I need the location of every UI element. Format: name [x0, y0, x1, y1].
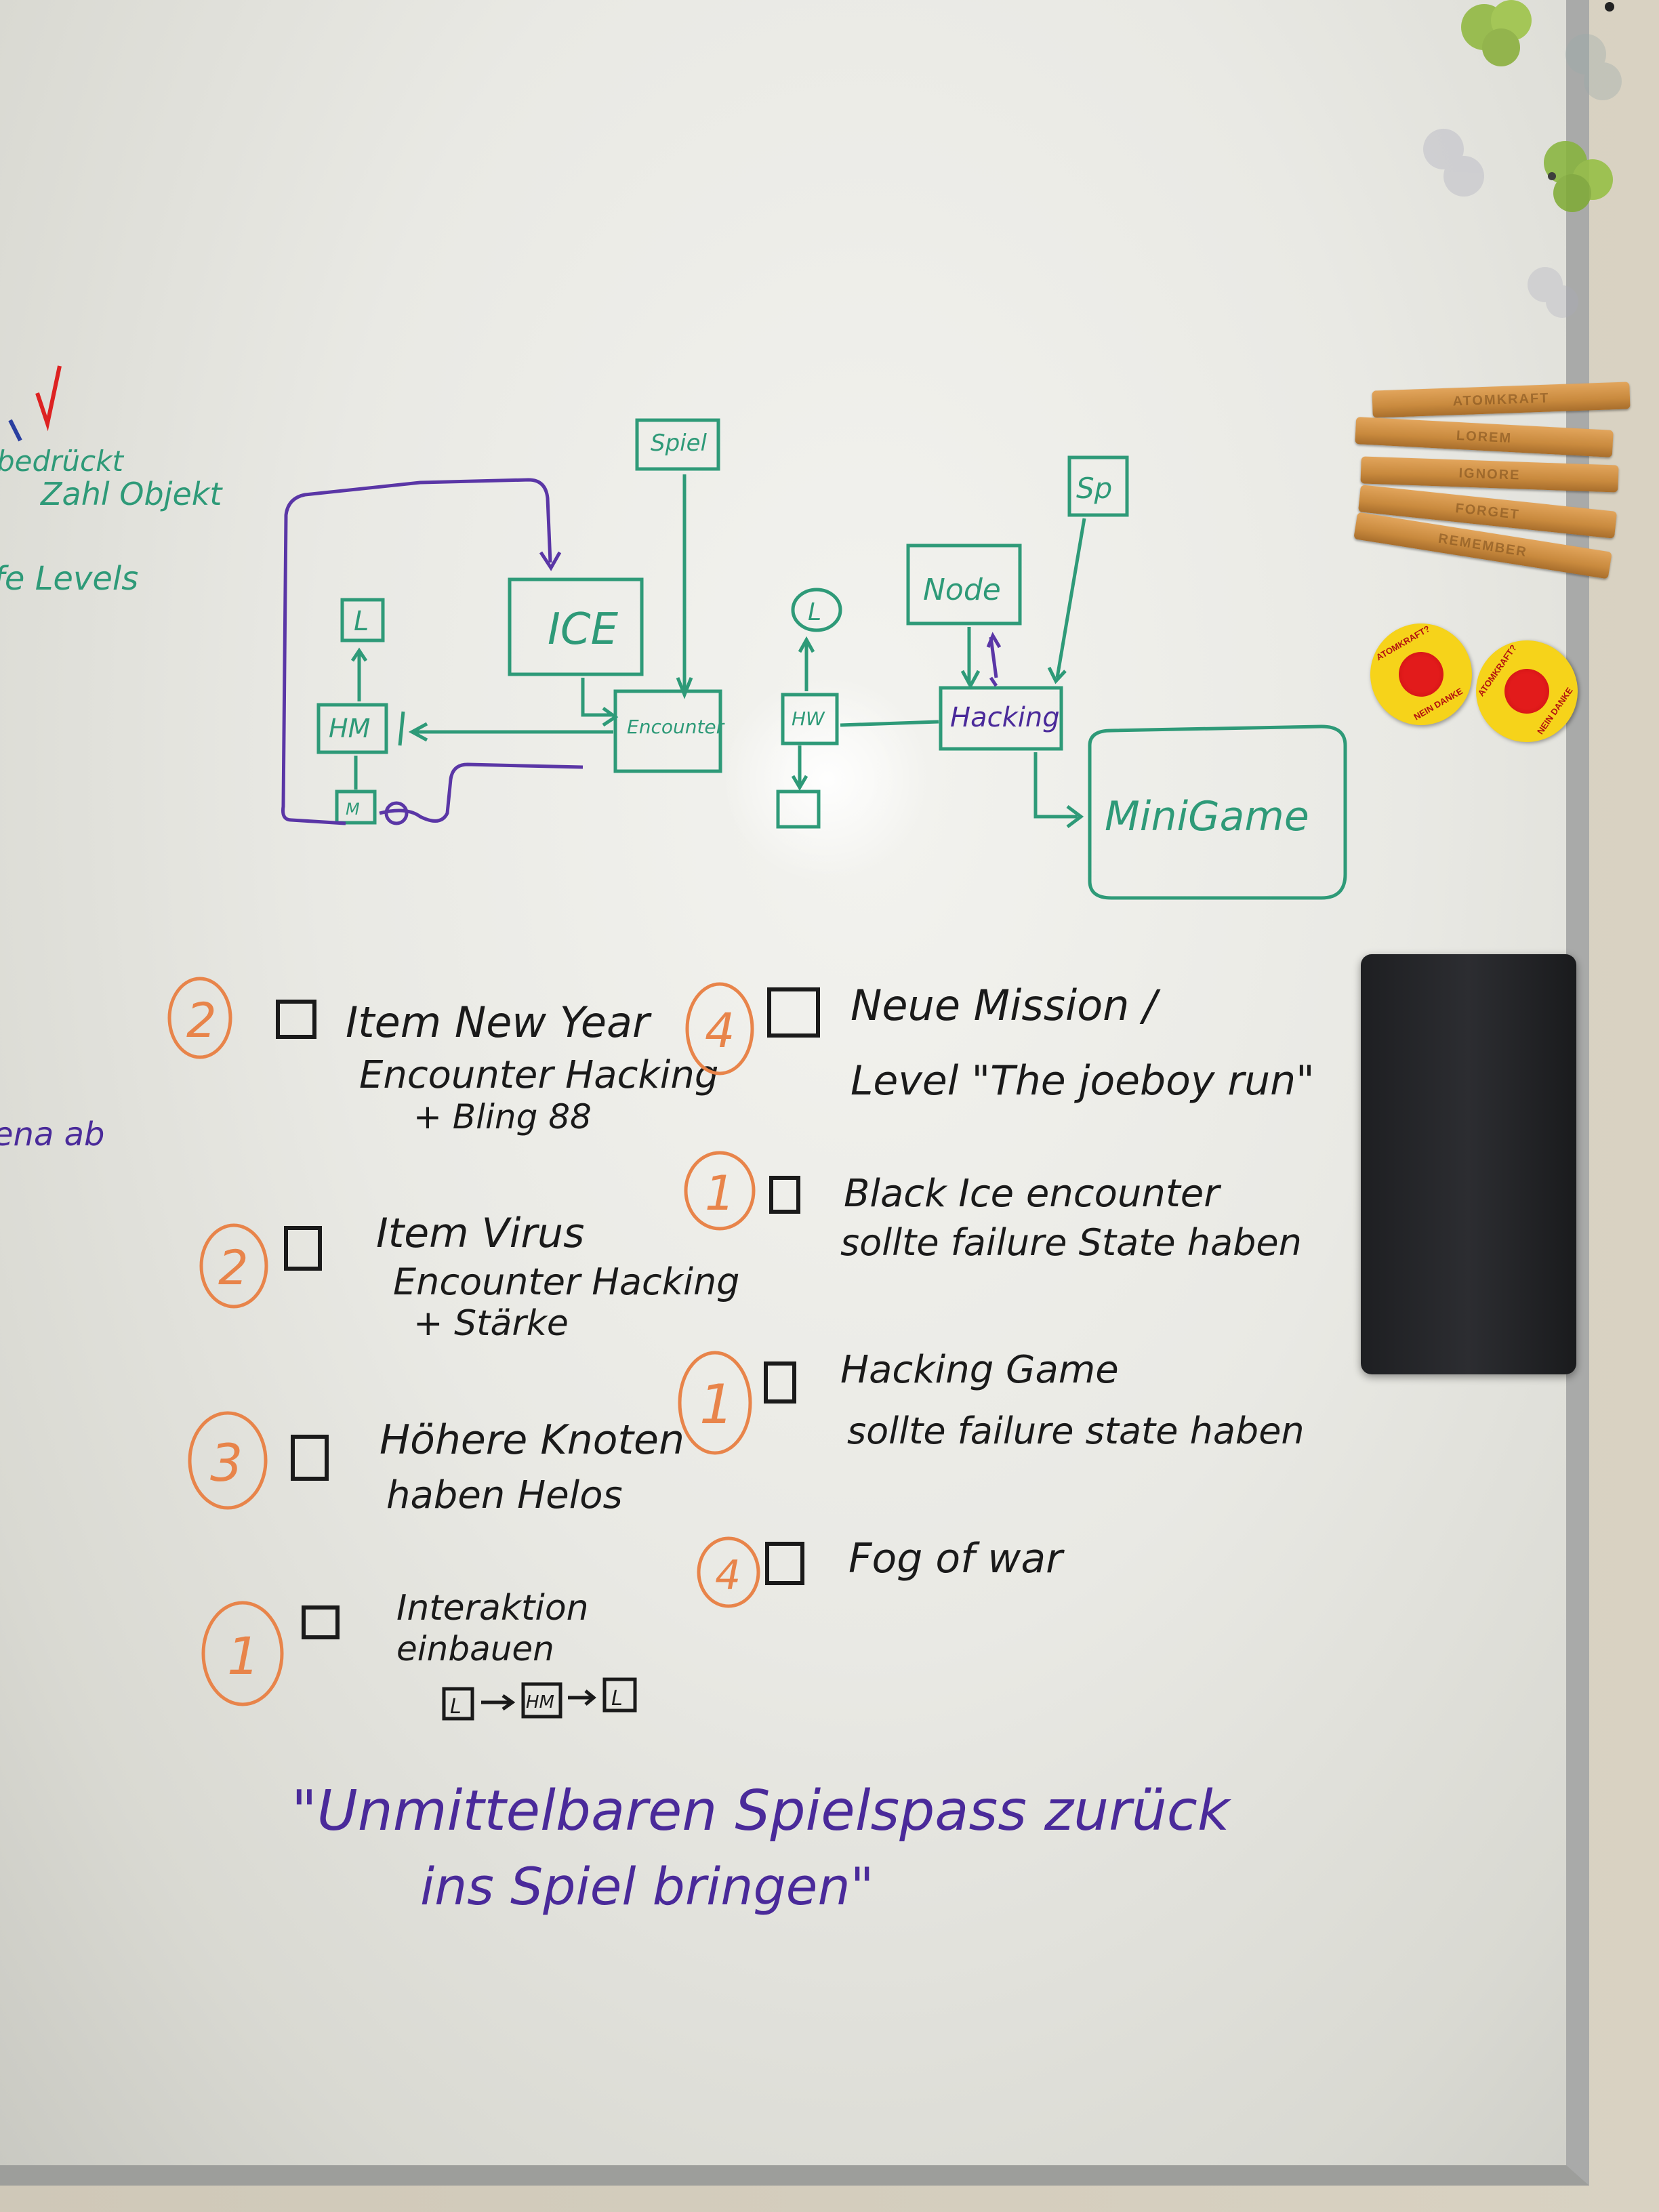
diagram-node: Node: [923, 573, 1001, 607]
left-note-3: fe Levels: [0, 560, 138, 598]
light-glare: [718, 678, 935, 881]
task-left-3-title: Höhere Knoten: [380, 1416, 684, 1464]
task-left-2-priority: 2: [218, 1240, 249, 1296]
task-right-2-title: Black Ice encounter: [844, 1172, 1221, 1216]
task-right-1-title: Neue Mission /: [851, 981, 1161, 1030]
task-right-3-line2: sollte failure state haben: [847, 1410, 1305, 1452]
task-left-1-line2: Encounter Hacking: [359, 1053, 718, 1097]
diagram-minigame: MiniGame: [1105, 793, 1309, 840]
clothespin: ATOMKRAFT: [1372, 382, 1631, 418]
quote-line-2: ins Spiel bringen": [420, 1856, 874, 1917]
clothespin-stack: ATOMKRAFT LOREM IGNORE FORGET REMEMBER: [1349, 380, 1633, 610]
task-right-4-title: Fog of war: [848, 1535, 1065, 1582]
clothespin: LOREM: [1355, 417, 1614, 457]
diagram-spiel: Spiel: [651, 430, 708, 457]
task-left-2-line3: + Stärke: [413, 1303, 569, 1344]
clothespin: IGNORE: [1360, 456, 1619, 493]
task-left-2-title: Item Virus: [376, 1210, 584, 1257]
red-checkmark: [35, 365, 62, 432]
whiteboard-eraser[interactable]: [1361, 954, 1576, 1374]
diagram-encounter: Encounter: [627, 716, 725, 738]
flow-mini-b: HM: [526, 1692, 554, 1713]
task-left-4-priority: 1: [227, 1626, 260, 1686]
task-right-1-priority: 4: [705, 1003, 735, 1059]
task-left-2-line2: Encounter Hacking: [393, 1261, 739, 1303]
diagram-sp: Sp: [1076, 472, 1112, 505]
task-left-1-priority: 2: [186, 993, 217, 1048]
diagram-l: L: [354, 606, 369, 637]
left-note-4: ena ab: [0, 1115, 105, 1153]
diagram-m: M: [346, 800, 360, 819]
task-right-3-title: Hacking Game: [840, 1348, 1119, 1392]
task-right-2-priority: 1: [705, 1166, 735, 1221]
diagram-hw: HW: [792, 708, 825, 730]
task-left-4-title: Interaktion: [396, 1588, 589, 1629]
task-right-4-priority: 4: [715, 1552, 741, 1599]
left-note-2: Zahl Objekt: [39, 476, 223, 512]
flow-mini-c: L: [611, 1687, 623, 1711]
task-left-3-priority: 3: [210, 1433, 243, 1493]
diagram-hm: HM: [329, 714, 370, 743]
clover-stickers: [1423, 0, 1622, 318]
left-note-1: bedrückt: [0, 445, 124, 478]
task-left-4-line2: einbauen: [396, 1629, 554, 1668]
task-right-2-line2: sollte failure State haben: [840, 1221, 1302, 1264]
diagram-l-circle: L: [808, 598, 821, 626]
flow-mini-a: L: [450, 1695, 462, 1719]
whiteboard: [0, 0, 1589, 2186]
task-right-1-line2: Level "The joeboy run": [851, 1057, 1315, 1105]
diagram-ice: ICE: [548, 605, 619, 655]
task-left-1-title: Item New Year: [346, 998, 652, 1047]
task-left-1-line3: + Bling 88: [413, 1097, 592, 1136]
diagram-hacking: Hacking: [950, 702, 1060, 733]
task-left-3-line2: haben Helos: [386, 1473, 623, 1517]
task-right-3-priority: 1: [699, 1373, 734, 1436]
quote-line-1: "Unmittelbaren Spielspass zurück: [291, 1779, 1232, 1843]
